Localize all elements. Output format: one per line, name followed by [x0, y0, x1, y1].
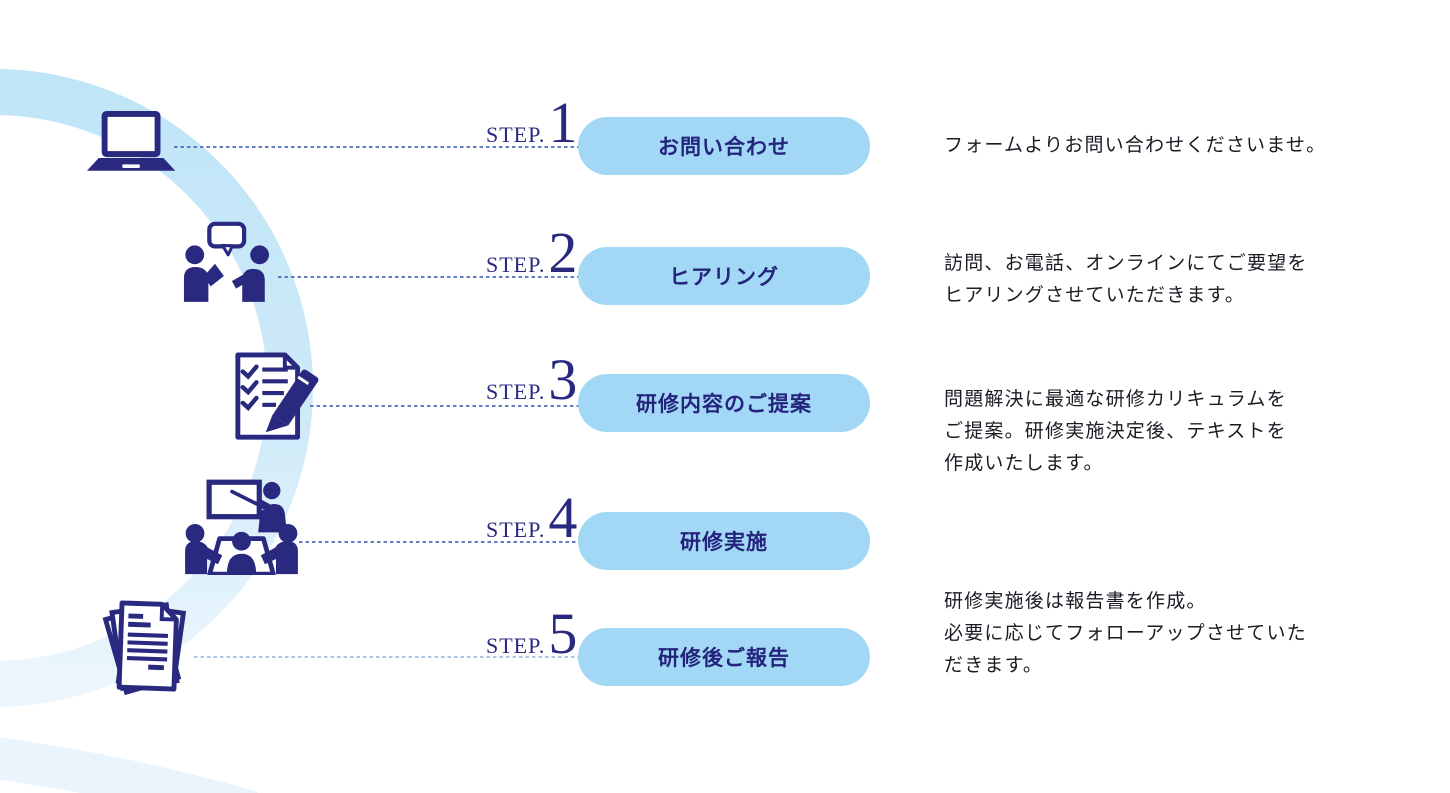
step-title: お問い合わせ	[658, 136, 790, 159]
step-1-description: フォームよりお問い合わせくださいませ。	[944, 135, 1327, 156]
checklist-pen-icon	[231, 351, 325, 441]
step-number: 5	[548, 601, 578, 666]
report-documents-icon	[98, 597, 196, 697]
step-1-label: STEP. 1	[486, 94, 577, 152]
step-3-title-pill: 研修内容のご提案	[578, 374, 870, 432]
step-number: 3	[548, 347, 578, 412]
step-3-description: 問題解決に最適な研修カリキュラムを ご提案。研修実施決定後、テキストを 作成いた…	[944, 389, 1287, 474]
step-5-description: 研修実施後は報告書を作成。 必要に応じてフォローアップさせていた だきます。	[944, 591, 1307, 676]
laptop-icon	[84, 110, 186, 179]
step-2-description: 訪問、お電話、オンラインにてご要望を ヒアリングさせていただきます。	[944, 253, 1308, 306]
step-word: STEP.	[486, 633, 546, 658]
step-3-label: STEP. 3	[486, 351, 577, 409]
step-word: STEP.	[486, 252, 546, 277]
step-title: ヒアリング	[669, 266, 779, 289]
training-session-icon	[183, 477, 300, 576]
step-1-title-pill: お問い合わせ	[578, 117, 870, 175]
step-word: STEP.	[486, 122, 546, 147]
step-word: STEP.	[486, 517, 546, 542]
step-title: 研修後ご報告	[658, 647, 790, 670]
step-5-title-pill: 研修後ご報告	[578, 628, 870, 686]
step-number: 1	[548, 90, 578, 155]
step-word: STEP.	[486, 379, 546, 404]
step-5-label: STEP. 5	[486, 605, 577, 663]
step-2-label: STEP. 2	[486, 224, 577, 282]
step-title: 研修内容のご提案	[636, 393, 812, 416]
step-title: 研修実施	[680, 531, 768, 554]
step-4-title-pill: 研修実施	[578, 512, 870, 570]
conversation-icon	[183, 221, 277, 302]
step-4-label: STEP. 4	[486, 489, 577, 547]
step-number: 4	[548, 485, 578, 550]
step-2-title-pill: ヒアリング	[578, 247, 870, 305]
step-number: 2	[548, 220, 578, 285]
